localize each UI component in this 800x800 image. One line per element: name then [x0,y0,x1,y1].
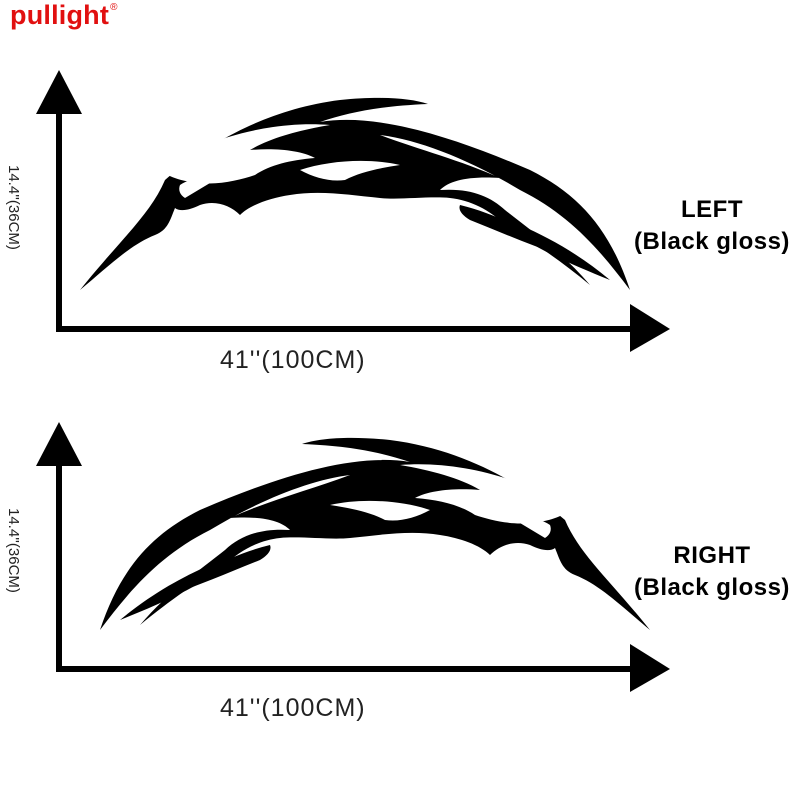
side-label-block: RIGHT (Black gloss) [612,540,800,604]
side-label-block: LEFT (Black gloss) [612,194,800,258]
right-decal-diagram [36,422,670,692]
height-axis-arrow-icon [36,422,82,466]
left-decal-panel: 14.4''(36CM) 41''(100CM) LEFT (Black glo… [0,0,800,374]
brand-name: pullight [10,0,110,30]
side-label: RIGHT [673,542,751,569]
width-axis-line [56,326,636,332]
height-dimension-label: 14.4''(36CM) [5,165,22,250]
height-dimension-label: 14.4''(36CM) [5,508,22,593]
finish-label: (Black gloss) [634,228,790,255]
brand-logo: pullight® [10,0,118,31]
width-dimension-label: 41''(100CM) [220,694,366,722]
width-axis-arrow-icon [630,304,670,352]
left-decal-diagram [36,70,670,352]
tribal-flame-decal-icon [80,97,630,290]
width-axis-arrow-icon [630,644,670,692]
height-axis-line [56,450,62,672]
finish-label: (Black gloss) [634,574,790,601]
right-decal-panel: 14.4''(36CM) 41''(100CM) RIGHT (Black gl… [0,360,800,722]
tribal-flame-decal-icon [100,437,650,630]
height-axis-line [56,110,62,332]
width-dimension-label: 41''(100CM) [220,346,366,374]
height-axis-arrow-icon [36,70,82,114]
side-label: LEFT [681,196,743,223]
width-axis-line [56,666,636,672]
registered-mark: ® [110,2,118,13]
